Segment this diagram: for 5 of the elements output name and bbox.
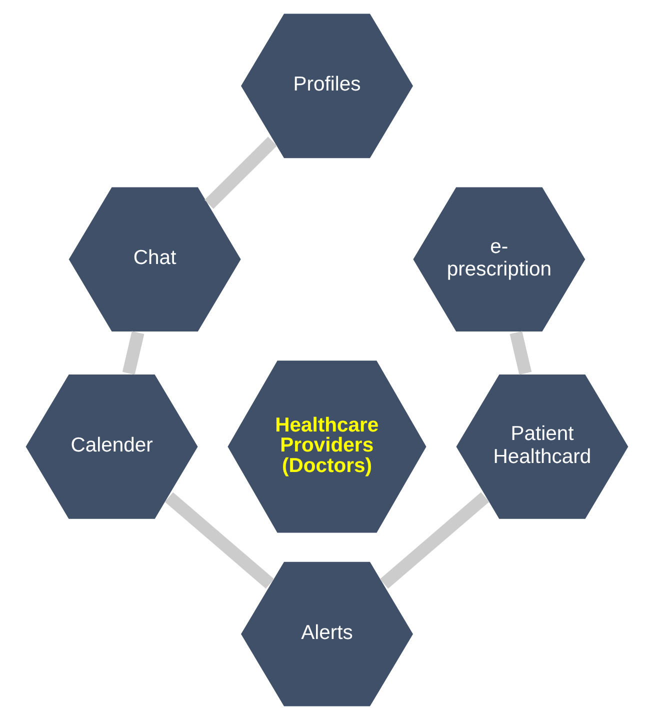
connector xyxy=(510,331,532,375)
connector xyxy=(164,492,274,589)
connector xyxy=(122,331,144,375)
connector xyxy=(380,492,490,589)
connector xyxy=(204,136,277,209)
